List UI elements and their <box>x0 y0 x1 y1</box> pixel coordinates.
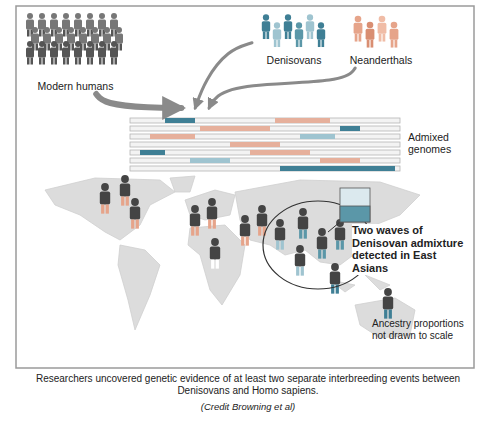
person-figure <box>62 41 70 65</box>
person-figure <box>26 41 34 65</box>
person-figure <box>273 22 281 47</box>
person-figure <box>91 27 99 51</box>
map-note: Two waves of Denisovan admixture detecte… <box>352 224 464 275</box>
population-group: Neanderthals <box>338 12 424 68</box>
person-figure <box>378 16 387 42</box>
person-figure <box>115 27 123 51</box>
person-figure <box>98 13 106 37</box>
person-figure <box>98 41 106 65</box>
map-note: Ancestry proportions not drawn to scale <box>372 318 468 341</box>
person-figure <box>240 215 250 246</box>
admixture-arrow <box>209 68 355 108</box>
person-figure <box>50 13 58 37</box>
person-figure <box>383 288 393 319</box>
person-figure <box>207 198 217 229</box>
group-label: Admixed genomes <box>408 131 470 155</box>
person-figure <box>100 183 110 214</box>
person-figure <box>275 219 285 250</box>
person-figure <box>295 22 303 47</box>
person-figure <box>262 14 270 39</box>
person-figure <box>62 13 70 37</box>
person-figure <box>295 245 305 276</box>
caption: Researchers uncovered genetic evidence o… <box>10 373 486 397</box>
group-label: Neanderthals <box>350 54 412 66</box>
person-figure <box>110 41 118 65</box>
person-figure <box>284 14 292 39</box>
genome-panel: Admixed genomes <box>126 112 472 174</box>
group-label: Denisovans <box>267 54 322 66</box>
group-label: Modern humans <box>38 80 114 92</box>
person-figure <box>55 27 63 51</box>
admixture-box <box>340 188 370 222</box>
admixed-bars <box>130 118 400 171</box>
admixture-arrow <box>195 43 252 108</box>
person-figure <box>110 13 118 37</box>
person-figure <box>74 41 82 65</box>
credit-note: (Credit Browning et al) <box>10 402 486 413</box>
person-figure <box>74 13 82 37</box>
person-figure <box>390 22 399 48</box>
person-figure <box>210 238 220 269</box>
person-figure <box>38 41 46 65</box>
person-figure <box>103 27 111 51</box>
leader-line <box>328 222 340 232</box>
person-figure <box>306 14 314 39</box>
person-figure <box>31 27 39 51</box>
population-group: Modern humans <box>18 12 133 94</box>
population-group: Denisovans <box>252 12 336 68</box>
people-figures <box>26 13 398 319</box>
person-figure <box>79 27 87 51</box>
person-figure <box>366 22 375 48</box>
person-figure <box>86 13 94 37</box>
person-figure <box>43 27 51 51</box>
person-figure <box>67 27 75 51</box>
person-figure <box>86 41 94 65</box>
person-figure <box>335 219 345 250</box>
person-figure <box>317 22 325 47</box>
person-figure <box>120 175 130 206</box>
person-figure <box>26 13 34 37</box>
admixture-box-lower <box>340 206 370 222</box>
person-figure <box>130 198 140 229</box>
admixture-arrow <box>96 94 181 108</box>
person-figure <box>317 228 327 259</box>
person-figure <box>330 263 340 294</box>
person-figure <box>298 208 308 239</box>
person-figure <box>50 41 58 65</box>
frame <box>16 6 474 368</box>
person-figure <box>38 13 46 37</box>
person-figure <box>354 16 363 42</box>
person-figure <box>190 205 200 236</box>
